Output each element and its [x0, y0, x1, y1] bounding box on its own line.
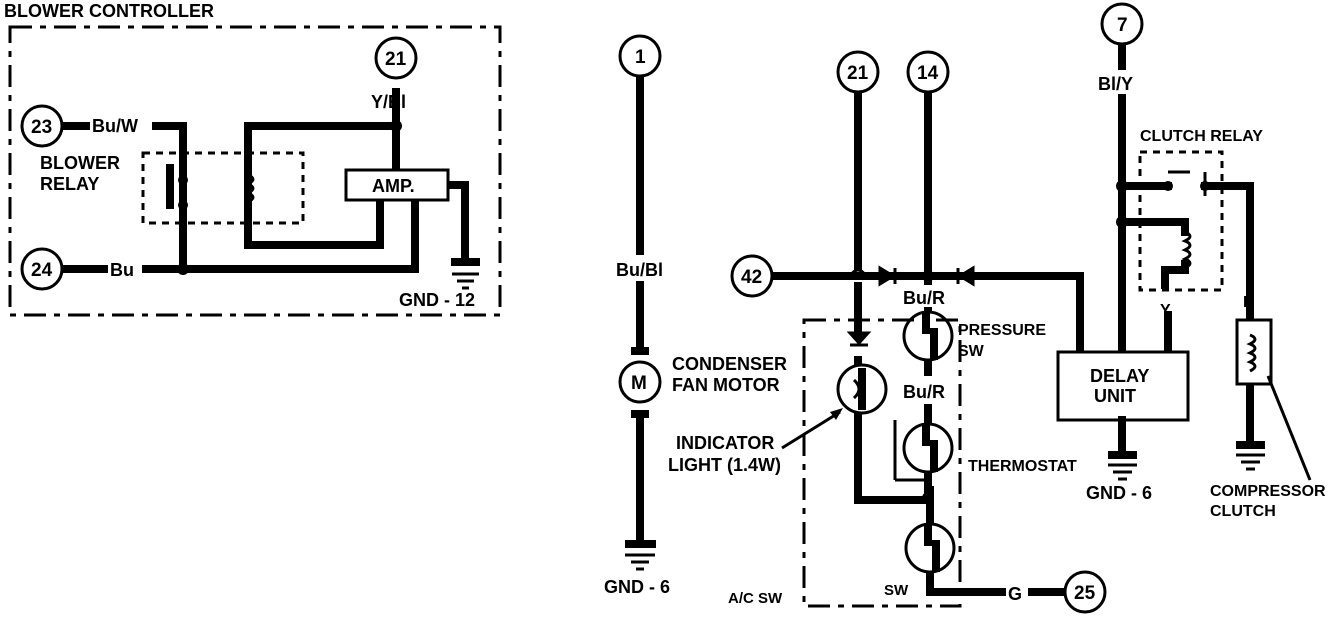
wire-14	[924, 84, 1064, 596]
blower-relay-box	[141, 151, 305, 225]
compressor-clutch	[1235, 318, 1273, 386]
diode-bus-1	[878, 265, 897, 287]
wire-label-r: R	[1243, 294, 1255, 311]
ground-symbol	[451, 258, 480, 290]
wire-label-buw: Bu/W	[92, 116, 138, 136]
svg-text:7: 7	[1117, 15, 1128, 36]
wire-21	[854, 84, 934, 504]
wire-label-g: G	[1008, 584, 1022, 604]
gnd-12-label: GND - 12	[399, 290, 475, 310]
diode-bus-2	[956, 265, 975, 287]
amp-box	[344, 168, 450, 202]
indicator-light	[836, 363, 888, 415]
thermostat-label: THERMOSTAT	[968, 458, 1077, 475]
connector-21-bc: 21	[374, 36, 418, 80]
connector-23: 23	[20, 104, 64, 148]
pressure-label-2: SW	[958, 343, 985, 360]
svg-text:25: 25	[1074, 583, 1096, 604]
pressure-switch	[902, 310, 954, 362]
blower-controller-section: BLOWER CONTROLLER AMP. 21 23	[4, 1, 502, 317]
ground-symbol	[1236, 441, 1265, 471]
ac-circuit-section: M	[604, 2, 1326, 614]
blower-controller-boundary	[8, 25, 502, 317]
wire-buw	[62, 122, 187, 273]
svg-text:23: 23	[31, 117, 52, 138]
ac-switch	[904, 522, 956, 574]
connector-42: 42	[730, 254, 774, 298]
indicator-arrow	[830, 408, 843, 420]
wire-42-bus	[771, 272, 1084, 356]
gnd-left-label: GND - 6	[604, 577, 670, 597]
amp-label: AMP.	[372, 176, 415, 196]
condenser-label-2: FAN MOTOR	[672, 375, 780, 395]
wire-label-bur-mid: Bu/R	[903, 382, 945, 402]
compressor-label-1: COMPRESSOR	[1210, 483, 1326, 500]
wire-label-y: Y	[1160, 302, 1171, 319]
wire-label-yb: Y/Bl	[371, 92, 406, 112]
blower-relay-label-2: RELAY	[40, 174, 99, 194]
pressure-label-1: PRESSURE	[958, 322, 1046, 339]
ac-sw-label: A/C SW	[728, 590, 783, 607]
connector-24: 24	[20, 247, 64, 291]
ac-switch-box	[802, 318, 962, 608]
wire-label-bur-top: Bu/R	[903, 288, 945, 308]
indicator-label-1: INDICATOR	[676, 433, 774, 453]
blower-controller-title: BLOWER CONTROLLER	[4, 1, 214, 21]
wire-bly	[1118, 44, 1189, 356]
clutch-relay-label: CLUTCH RELAY	[1140, 128, 1263, 145]
delay-unit-label-2: UNIT	[1094, 386, 1136, 406]
connector-25: 25	[1063, 570, 1107, 614]
svg-text:21: 21	[847, 63, 869, 84]
junction-dot	[1116, 216, 1128, 228]
thermostat	[902, 422, 954, 474]
svg-text:M: M	[631, 373, 647, 394]
svg-text:24: 24	[31, 260, 53, 281]
wire-label-bubl: Bu/Bl	[616, 260, 663, 280]
connector-7: 7	[1100, 2, 1144, 46]
terminal-dot	[1200, 181, 1210, 191]
svg-text:1: 1	[635, 47, 646, 68]
terminal-dot	[1163, 181, 1173, 191]
wire-amp-ground	[444, 181, 469, 262]
wire-label-bly: Bl/Y	[1098, 74, 1133, 94]
wire-r	[1201, 182, 1254, 446]
junction-dot	[177, 263, 189, 275]
diode-indicator	[846, 331, 872, 347]
svg-text:42: 42	[741, 267, 762, 288]
junction-dot	[178, 200, 188, 210]
compressor-label-2: CLUTCH	[1210, 503, 1276, 520]
junction-dot	[390, 120, 402, 132]
relay-coil	[244, 173, 255, 204]
condenser-label-1: CONDENSER	[672, 354, 787, 374]
connector-21: 21	[836, 50, 880, 94]
ground-symbol	[625, 540, 656, 571]
junction-dot	[922, 492, 934, 504]
junction-dot	[1116, 180, 1128, 192]
svg-text:21: 21	[385, 49, 407, 70]
connector-14: 14	[906, 50, 950, 94]
clutch-relay-box	[1138, 150, 1224, 292]
connector-1: 1	[618, 34, 662, 78]
junction-dot	[178, 175, 188, 185]
gnd-delay-label: GND - 6	[1086, 483, 1152, 503]
clutch-relay-coil	[1181, 230, 1192, 270]
indicator-leader	[781, 410, 841, 450]
condenser-fan-motor: M	[618, 347, 662, 418]
svg-text:14: 14	[917, 63, 939, 84]
wire-label-bu: Bu	[110, 260, 134, 280]
indicator-label-2: LIGHT (1.4W)	[668, 455, 781, 475]
compressor-leader	[1266, 375, 1312, 481]
wire-hop	[848, 268, 868, 277]
sw-label: SW	[884, 582, 909, 599]
ground-symbol	[1108, 451, 1137, 481]
blower-relay-label-1: BLOWER	[40, 153, 120, 173]
junction-dot	[922, 270, 934, 282]
clutch-relay-contact	[1168, 170, 1207, 196]
delay-unit-label-1: DELAY	[1090, 366, 1149, 386]
